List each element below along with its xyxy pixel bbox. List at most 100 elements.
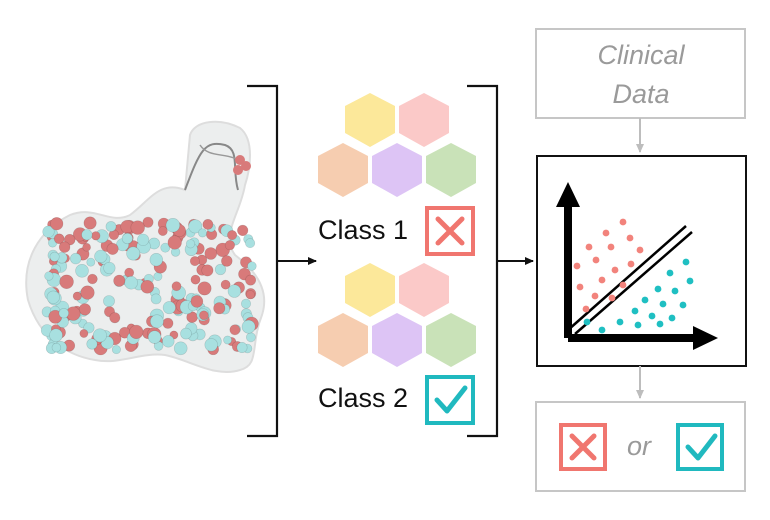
protein-atom [58,241,71,253]
class1-hexagon-cluster [318,93,476,197]
scatter-point-red [592,256,600,264]
scatter-point-teal [668,314,676,322]
protein-atom [111,345,121,355]
protein-atom [199,310,209,321]
class1-label: Class 1 [318,215,409,245]
protein-atom [49,328,63,343]
hexagon [318,313,368,367]
scatter-point-red [611,266,619,274]
protein-atom [204,338,218,352]
protein-atom [157,226,168,236]
scatter-point-teal [634,321,642,329]
scatter-point-teal [654,285,662,293]
scatter-point-red [619,281,627,289]
scatter-point-teal [682,258,690,266]
protein-atom [44,271,54,281]
protein-atom [140,279,155,294]
protein-atom [42,225,55,238]
protein-atom [46,290,60,304]
protein-atom [121,232,133,245]
scatter-point-red [598,276,606,284]
protein-atom [129,324,144,340]
check-mark-icon [425,375,475,425]
protein-atom [227,230,238,241]
scatter-point-red [591,292,599,300]
scatter-point-red [585,243,593,251]
protein-atom [103,261,116,275]
protein-atom [162,335,175,348]
protein-atom [137,233,150,246]
protein-atom [149,314,164,329]
scatter-point-red [619,218,627,226]
protein-atom [171,281,182,292]
protein-atom [78,303,91,316]
scatter-point-red [602,229,610,237]
scatter-point-teal [686,277,694,285]
protein-atom [237,224,249,236]
protein-atom [202,218,214,230]
protein-atom [236,341,248,353]
scatter-point-red [576,283,584,291]
protein-atom [130,220,145,235]
scatter-point-red [582,305,590,313]
protein-atom [189,256,200,267]
x-mark-icon [559,423,607,471]
hexagon [426,313,476,367]
protein-atom [58,308,69,319]
scatter-point-teal [671,287,679,295]
scatter-point-teal [659,300,667,308]
hexagon [399,263,449,317]
protein-atom [126,246,141,261]
hexagon [372,313,422,367]
protein-atom [220,279,231,290]
protein-atom [229,324,241,336]
hexagon [426,143,476,197]
protein-atom [160,242,171,253]
clinical-data-line2: Data [612,79,670,109]
or-text: or [627,431,652,461]
protein-atom [79,329,89,338]
protein-atom [213,302,226,315]
protein-atom [247,261,257,271]
protein-atom [245,290,255,300]
scatter-point-teal [641,296,649,304]
clinical-data-box [535,28,746,119]
protein-atom [245,238,256,249]
protein-atom [241,319,256,334]
protein-atom [103,295,115,307]
protein-atom [75,263,89,278]
protein-atom [162,301,176,315]
protein-atom [51,342,62,353]
protein-atom [173,341,188,356]
check-mark-icon [676,423,724,471]
class2-hexagon-cluster [318,263,476,367]
scatter-point-red [627,260,635,268]
protein-atom [224,240,235,251]
scatter-point-red [607,243,615,251]
protein-atom [165,218,181,233]
scatter-point-teal [656,320,664,328]
scatter-point-teal [616,318,624,326]
protein-atom [91,231,101,241]
protein-atom [86,257,96,267]
hexagon [372,143,422,197]
protein-atom [180,327,192,340]
scatter-point-red [626,234,634,242]
protein-atom [87,273,98,285]
protein-atom [124,275,138,290]
protein-atom [92,328,107,343]
class2-label: Class 2 [318,383,409,413]
scatter-plot-icon [556,182,718,350]
protein-atom [53,233,65,245]
protein-atom [124,267,135,278]
hexagon [318,143,368,197]
protein-atom [80,285,95,300]
protein-atom [150,293,162,305]
protein-atom [223,335,232,345]
scatter-point-teal [666,269,674,277]
protein-atom [221,255,233,267]
protein-atom [86,338,98,350]
protein-atom [241,298,252,309]
protein-atom [190,274,201,285]
scatter-point-teal [583,318,591,326]
